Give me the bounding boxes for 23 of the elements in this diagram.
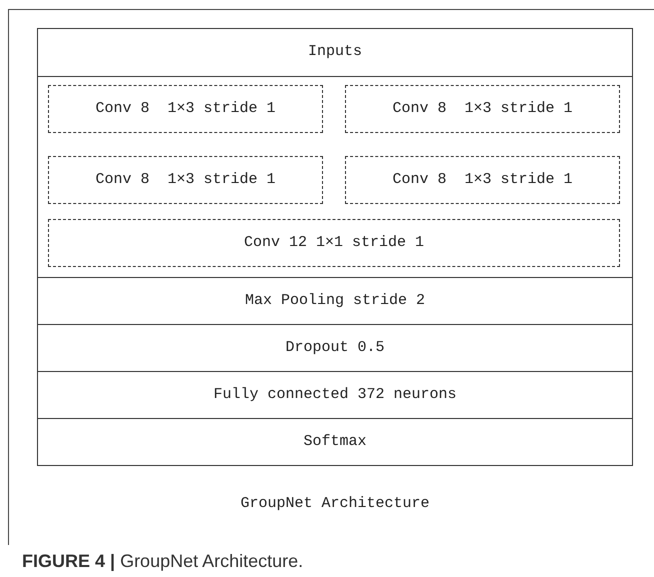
layer-box [37,371,633,419]
layer-box [37,28,633,77]
layer-label: Softmax [303,432,366,452]
layer-label: Conv 8 1×3 stride 1 [95,170,276,190]
layer-label: Conv 8 1×3 stride 1 [392,170,573,190]
dashed-layer-box [345,156,620,204]
group-box [37,76,633,278]
dashed-layer-box [48,156,323,204]
layer-label: Fully connected 372 neurons [213,384,457,405]
layer-box [37,418,633,466]
layer-label: Conv 8 1×3 stride 1 [95,98,276,119]
diagram-title: GroupNet Architecture [239,494,431,514]
dashed-layer-box [345,85,620,133]
layer-label: Dropout 0.5 [285,338,385,358]
layer-label: Inputs [308,42,362,62]
layer-box [37,277,633,325]
layer-label: Max Pooling stride 2 [244,290,426,311]
layer-label: Conv 12 1×1 stride 1 [244,232,424,253]
layer-label: Conv 8 1×3 stride 1 [392,98,573,119]
layer-box [37,324,633,372]
dashed-layer-box [48,85,323,133]
figure-caption: FIGURE 4 | GroupNet Architecture. [22,550,304,572]
dashed-layer-box [48,219,620,267]
